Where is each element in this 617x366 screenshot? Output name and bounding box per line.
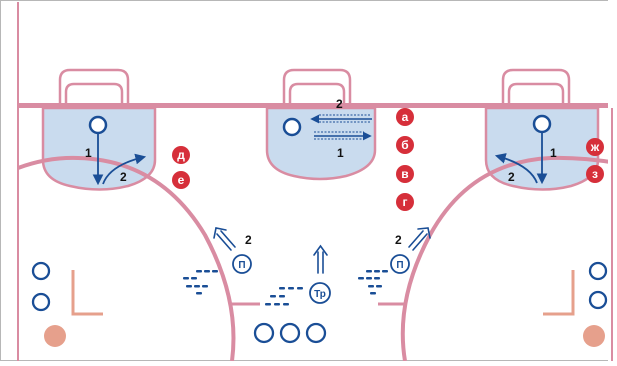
- badge-v: в: [396, 165, 414, 183]
- faceoff-circle-right: [400, 155, 617, 362]
- corner-mark-left: [71, 270, 103, 316]
- corner-mark-right: [543, 270, 575, 316]
- move-arrow-left-arc: [102, 153, 147, 185]
- svg-text:в: в: [401, 167, 408, 181]
- badge-a: а: [396, 108, 414, 126]
- faceoff-circle-left: [17, 155, 236, 362]
- step-number: 2: [120, 170, 127, 184]
- svg-text:е: е: [178, 173, 185, 187]
- goal-line: [18, 103, 617, 108]
- goalie-center-icon: [282, 117, 302, 137]
- puck-stack-icon-center: [265, 287, 303, 306]
- svg-text:б: б: [401, 138, 408, 152]
- cone-icon: [44, 325, 66, 347]
- player-icon: [253, 322, 275, 344]
- player-icon: [31, 261, 51, 281]
- player-icon: [305, 322, 327, 344]
- svg-text:П: П: [396, 260, 403, 271]
- crease-left: [41, 106, 157, 191]
- step-number: 2: [395, 233, 402, 247]
- badge-e: е: [172, 171, 190, 189]
- player-marker-right-p: П: [390, 254, 410, 274]
- step-number: 1: [85, 146, 92, 160]
- player-icon: [279, 322, 301, 344]
- player-marker-left-p: П: [232, 254, 252, 274]
- svg-text:Тр: Тр: [314, 289, 326, 300]
- move-arrow-right-arc: [494, 153, 538, 184]
- puck-stack-icon-left: [183, 270, 218, 295]
- step-number: 1: [550, 146, 557, 160]
- svg-text:з: з: [592, 167, 598, 181]
- step-number: 1: [337, 146, 344, 160]
- step-number: 2: [245, 233, 252, 247]
- player-marker-center-tr: Тр: [309, 282, 331, 304]
- double-arrow-icon-center: [313, 244, 328, 274]
- svg-text:П: П: [238, 260, 245, 271]
- badge-d: д: [172, 146, 190, 164]
- badge-zh: ж: [586, 138, 604, 156]
- badge-z: з: [586, 165, 604, 183]
- puck-stack-icon-right: [358, 270, 388, 295]
- player-icon: [31, 292, 51, 312]
- goal-net-icon-right: [501, 68, 571, 104]
- badge-b: б: [396, 136, 414, 154]
- goalie-left-icon: [88, 115, 108, 135]
- goalie-right-icon: [532, 114, 552, 134]
- player-icon: [588, 261, 608, 281]
- svg-text:д: д: [177, 148, 185, 162]
- step-number: 2: [508, 170, 515, 184]
- svg-text:г: г: [403, 195, 408, 209]
- goal-net-icon-center: [282, 68, 352, 104]
- badge-g: г: [396, 193, 414, 211]
- double-arrow-icon-right: [408, 227, 431, 251]
- step-number: 2: [336, 97, 343, 111]
- goal-net-icon-left: [58, 68, 130, 104]
- svg-text:ж: ж: [590, 140, 600, 154]
- svg-text:а: а: [402, 110, 409, 124]
- cone-icon: [583, 325, 605, 347]
- player-icon: [588, 290, 608, 310]
- double-arrow-icon-left: [213, 227, 236, 251]
